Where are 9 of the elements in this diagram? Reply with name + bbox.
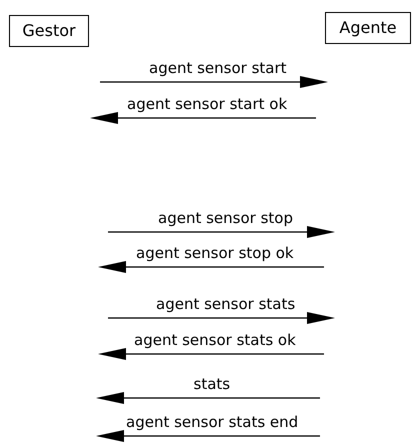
message-label: agent sensor start ok <box>126 96 288 113</box>
message-label: agent sensor stop <box>157 210 294 227</box>
message-label: agent sensor stats ok <box>133 332 297 349</box>
message-label: agent sensor stats <box>155 296 296 313</box>
message-label: agent sensor stats end <box>125 414 300 431</box>
message-label: agent sensor stop ok <box>135 245 295 262</box>
participant-box: Gestor <box>9 15 89 47</box>
message-label: agent sensor start <box>148 60 288 77</box>
participant-box: Agente <box>325 12 411 44</box>
